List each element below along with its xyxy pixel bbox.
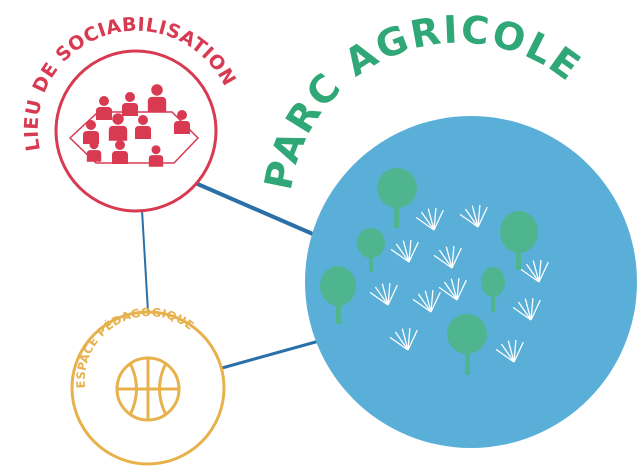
sprout-icon <box>495 340 524 363</box>
sprout-icon <box>415 208 444 231</box>
sprout-icon <box>438 278 467 301</box>
person-icon <box>122 92 138 116</box>
person-icon <box>108 113 128 141</box>
person-icon <box>147 84 167 112</box>
person-icon <box>96 96 112 120</box>
sprout-icon <box>390 240 419 263</box>
connector-social-education <box>141 209 149 313</box>
connector-social-park <box>192 180 323 240</box>
person-icon <box>86 140 102 162</box>
sprout-icon <box>412 290 441 313</box>
sprout-icon <box>520 260 549 283</box>
field-trees-icon <box>320 168 549 375</box>
person-icon <box>112 140 128 164</box>
node-park: PARC AGRICOLE <box>256 7 637 448</box>
connectors <box>141 180 331 370</box>
person-icon <box>148 145 164 167</box>
people-group-icon <box>68 84 200 167</box>
sprout-icon <box>512 298 541 321</box>
sprout-icon <box>369 283 398 306</box>
connector-education-park <box>221 336 331 370</box>
sprout-icon <box>459 205 488 228</box>
basketball-icon <box>115 356 181 422</box>
sprout-icon <box>389 328 418 351</box>
sprout-icon <box>433 246 462 269</box>
node-education: ESPACE PÉDAGOGIQUE <box>70 305 226 466</box>
node-social: LIEU DE SOCIABILISATION <box>21 13 240 213</box>
person-icon <box>135 115 151 139</box>
person-icon <box>174 110 190 134</box>
